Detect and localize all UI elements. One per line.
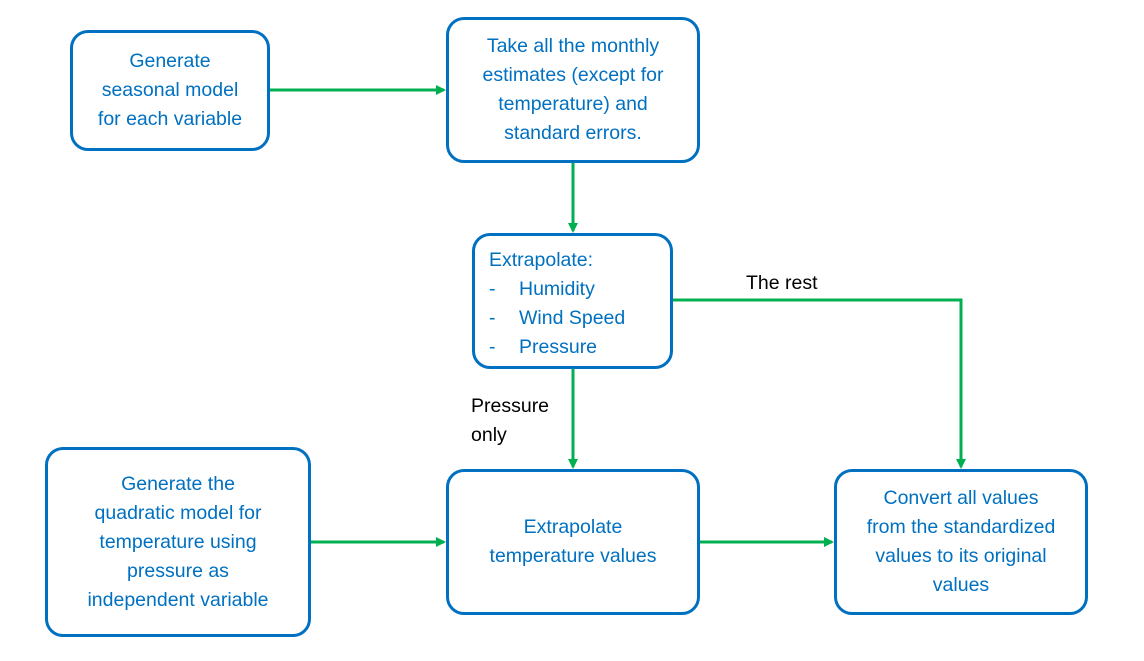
node-text-line: temperature) and xyxy=(498,93,648,115)
list-item-wind-speed: - Wind Speed xyxy=(489,304,625,333)
edge-label-line: only xyxy=(471,424,507,446)
edge-label-the-rest: The rest xyxy=(746,272,818,294)
node-heading: Extrapolate: xyxy=(489,249,594,271)
node-text-line: Generate xyxy=(129,50,211,72)
node-extrapolate-variables: Extrapolate: - Humidity - Wind Speed - P… xyxy=(472,233,673,369)
edge-label-pressure-only: Pressure only xyxy=(471,392,549,450)
node-text-line: Generate the xyxy=(121,472,235,495)
node-text-line: standard errors. xyxy=(504,122,642,144)
list-bullet: - xyxy=(489,307,496,329)
node-text-line: from the standardized xyxy=(866,516,1056,538)
node-extrapolate-temperature: Extrapolate temperature values xyxy=(446,469,700,615)
edge-label-line: Pressure xyxy=(471,395,550,417)
node-text-line: Take all the monthly xyxy=(486,35,660,57)
node-text-line: independent variable xyxy=(87,588,269,611)
list-bullet: - xyxy=(489,336,496,358)
node-text-line: temperature values xyxy=(489,545,657,567)
node-convert-values: Convert all values from the standardized… xyxy=(834,469,1088,615)
list-item-label: Wind Speed xyxy=(519,307,626,329)
list-item-label: Humidity xyxy=(519,278,595,300)
list-item-pressure: - Pressure xyxy=(489,333,625,362)
node-text-line: estimates (except for xyxy=(482,64,664,86)
node-text-line: values to its original xyxy=(875,545,1047,567)
node-text-line: seasonal model xyxy=(101,79,239,101)
node-generate-quadratic-model: Generate the quadratic model for tempera… xyxy=(45,447,311,637)
list-item-label: Pressure xyxy=(519,336,598,358)
list-item-humidity: - Humidity xyxy=(489,275,625,304)
node-take-monthly-estimates: Take all the monthly estimates (except f… xyxy=(446,17,700,163)
list-bullet: - xyxy=(489,278,496,300)
node-generate-seasonal-model: Generate seasonal model for each variabl… xyxy=(70,30,270,151)
arrow-extrapolate-to-convert xyxy=(673,298,966,469)
node-text-line: Extrapolate xyxy=(523,516,623,538)
node-text-line: temperature using xyxy=(99,530,257,553)
node-text-line: values xyxy=(932,574,990,596)
node-text-line: quadratic model for xyxy=(94,501,262,524)
node-text-line: pressure as xyxy=(127,559,229,582)
node-text-line: for each variable xyxy=(97,108,243,130)
node-text-line: Convert all values xyxy=(883,487,1039,509)
